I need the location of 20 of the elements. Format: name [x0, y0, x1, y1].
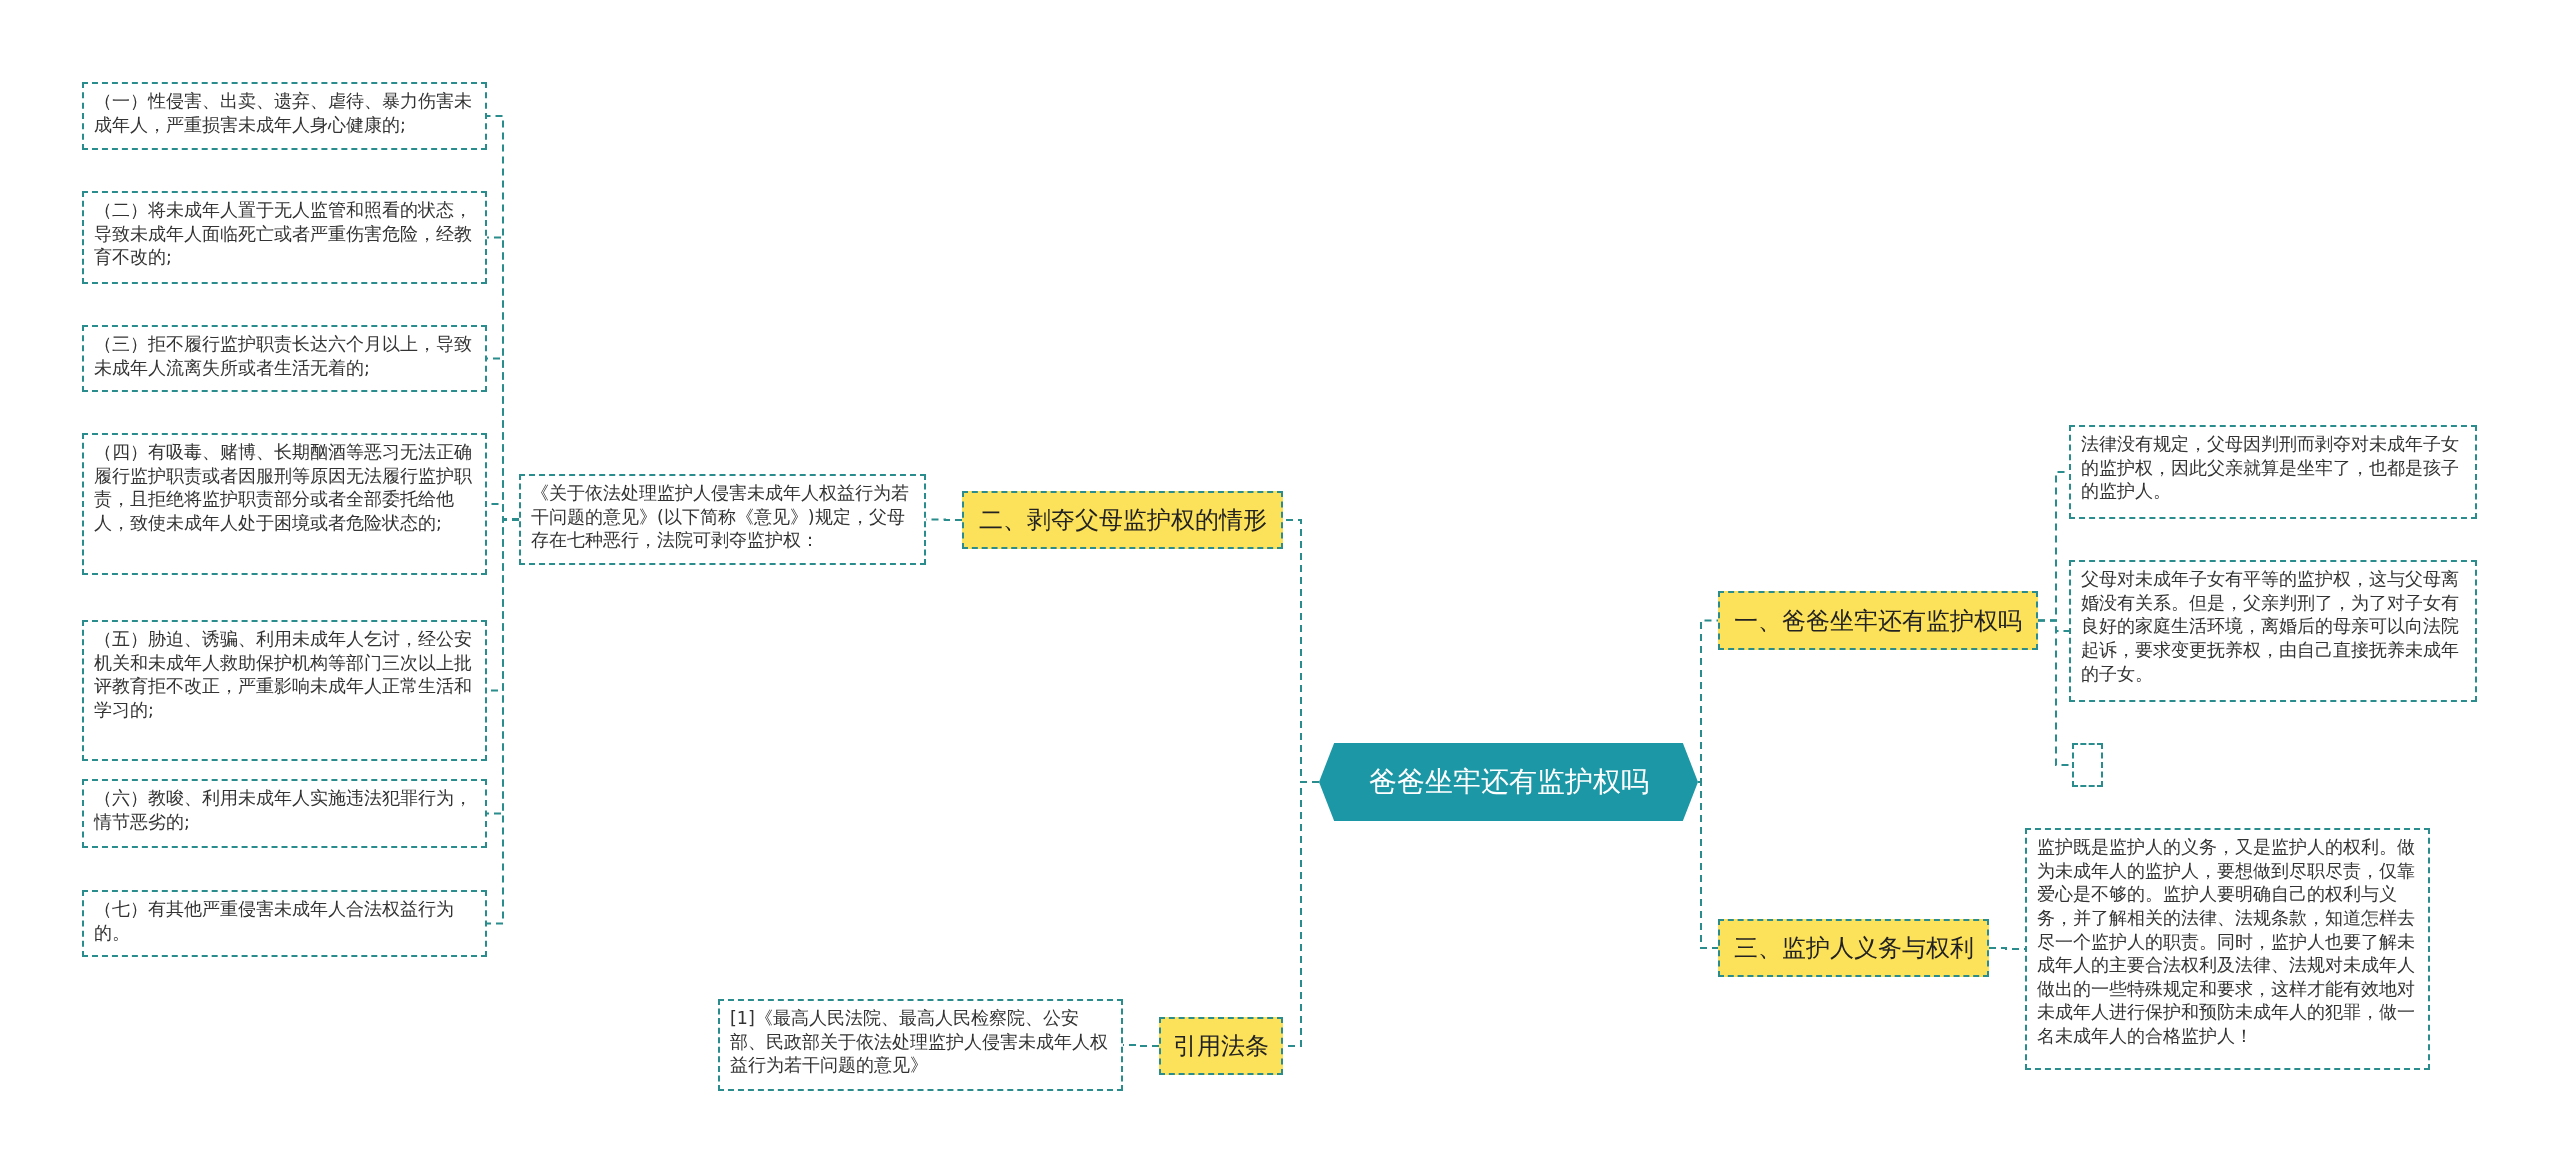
note-box: （六）教唆、利用未成年人实施违法犯罪行为，情节恶劣的;: [82, 779, 487, 848]
connector-line: [1697, 781, 1719, 949]
note-box: 父母对未成年子女有平等的监护权，这与父母离婚没有关系。但是，父亲判刑了，为了对子女有良好的家庭生活环境，离婚后的母亲可以向法院起诉，要求变更抚养权，由自己直接抚养未成年的子女。: [2069, 560, 2477, 702]
note-box: （一）性侵害、出卖、遗弃、虐待、暴力伤害未成年人，严重损害未成年人身心健康的;: [82, 82, 487, 150]
note-box: （四）有吸毒、赌博、长期酗酒等恶习无法正确履行监护职责或者因服刑等原因无法履行监护职责，且拒绝将监护职责部分或者全部委托给他人，致使未成年人处于困境或者危险状态的;: [82, 433, 487, 575]
note-box: （三）拒不履行监护职责长达六个月以上，导致未成年人流离失所或者生活无着的;: [82, 325, 487, 392]
note-box: 法律没有规定，父母因判刑而剥夺对未成年子女的监护权，因此父亲就算是坐牢了，也都是孩子的监护人。: [2069, 425, 2477, 519]
note-box: （七）有其他严重侵害未成年人合法权益行为的。: [82, 890, 487, 957]
empty-box: [2072, 743, 2103, 787]
topic-box: 一、爸爸坐牢还有监护权吗: [1718, 591, 2038, 650]
topic-box: 引用法条: [1159, 1017, 1283, 1075]
topic-box: 二、剥夺父母监护权的情形: [962, 491, 1283, 549]
note-box: [1]《最高人民法院、最高人民检察院、公安部、民政部关于依法处理监护人侵害未成年人权益行为若干问题的意见》: [718, 999, 1123, 1091]
central-topic-text: 爸爸坐牢还有监护权吗: [1367, 764, 1650, 800]
note-box: （五）胁迫、诱骗、利用未成年人乞讨，经公安机关和未成年人救助保护机构等部门三次以上批评教育拒不改正，严重影响未成年人正常生活和学习的;: [82, 620, 487, 761]
topic-box: 三、监护人义务与权利: [1718, 919, 1989, 977]
connector-line: [1697, 619, 1719, 783]
note-box: 《关于依法处理监护人侵害未成年人权益行为若干问题的意见》(以下简称《意见》)规定，父母存在七种恶行，法院可剥夺监护权：: [519, 474, 926, 565]
note-box: 监护既是监护人的义务，又是监护人的权利。做为未成年人的监护人，要想做到尽职尽责，仅靠爱心是不够的。监护人要明确自己的权利与义务，并了解相关的法律、法规条款，知道怎样去尽一个监护人的职责。同时，监护人也要了解未成年人的主要合法权利及法律、法规对未成年人做出的一些特殊规定和要求，这样才能有效地对未成年人进行保护和预防未成年人的犯罪，做一名未成年人的合格监护人！: [2025, 828, 2430, 1070]
note-box: （二）将未成年人置于无人监管和照看的状态，导致未成年人面临死亡或者严重伤害危险，经教育不改的;: [82, 191, 487, 284]
